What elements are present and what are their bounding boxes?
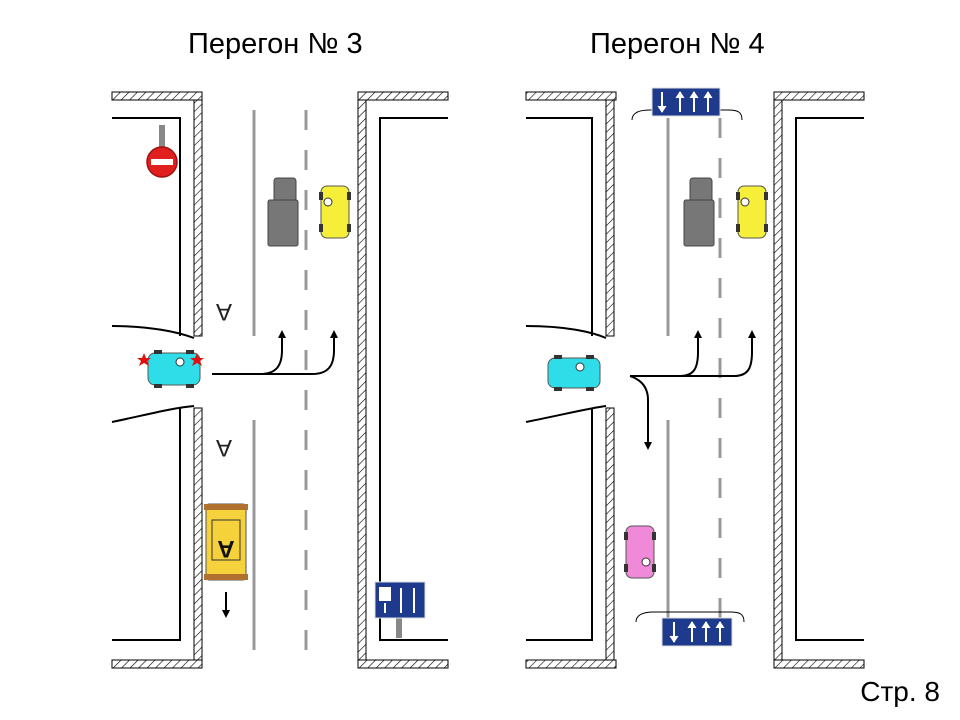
- trajectory-arrow-left-lane: [212, 330, 286, 375]
- panel-3: А А А: [111, 91, 449, 669]
- bus-lane-marking: А: [216, 298, 232, 325]
- subject-car: [147, 350, 201, 388]
- side-road-edge: [111, 405, 195, 423]
- curb-hatch: [773, 659, 865, 669]
- bus-lane-sign-icon: [374, 581, 426, 638]
- panel-title-3: Перегон № 3: [188, 28, 363, 60]
- panel-4: [525, 87, 865, 669]
- side-road-edge: [525, 405, 607, 423]
- trajectory-arrow-right-lane: [680, 330, 756, 377]
- panel-title-4: Перегон № 4: [590, 28, 765, 60]
- bus-lane-marking: А: [216, 434, 232, 461]
- left-curb-lower: [605, 407, 615, 661]
- side-road-edge: [525, 325, 607, 339]
- curb-hatch: [773, 91, 865, 101]
- lane-direction-sign-icon: [631, 87, 743, 121]
- gray-truck: [683, 177, 715, 247]
- no-entry-sign-icon: [146, 125, 178, 178]
- sidewalk-edge: [795, 117, 864, 641]
- red-star-icon: [137, 353, 151, 366]
- curb-hatch: [357, 659, 449, 669]
- bus: А: [204, 503, 248, 581]
- curb-hatch: [357, 91, 449, 101]
- sidewalk-edge: [526, 408, 593, 641]
- trajectory-arrow-turn-right: [629, 375, 652, 450]
- trajectory-arrow-left-lane: [630, 330, 702, 377]
- red-star-icon: [190, 353, 204, 366]
- right-curb: [357, 99, 367, 661]
- sidewalk-edge: [112, 117, 181, 336]
- yellow-car: [319, 185, 351, 239]
- left-curb-lower: [193, 407, 203, 661]
- curb-hatch: [111, 659, 203, 669]
- subject-car: [547, 355, 601, 391]
- lane-direction-sign-icon: [635, 611, 745, 647]
- gray-truck: [267, 177, 299, 247]
- yellow-car: [736, 185, 768, 239]
- sidewalk-edge: [526, 117, 593, 336]
- page-number: Стр. 8: [860, 676, 940, 707]
- pink-car: [624, 525, 656, 579]
- left-curb-upper: [605, 99, 615, 337]
- sidewalk-edge: [112, 408, 181, 641]
- curb-hatch: [111, 91, 203, 101]
- curb-hatch: [525, 91, 617, 101]
- curb-hatch: [525, 659, 617, 669]
- right-curb: [773, 99, 783, 661]
- side-road-edge: [111, 325, 195, 339]
- sidewalk-edge: [379, 117, 448, 641]
- left-curb-upper: [193, 99, 203, 337]
- trajectory-arrow-right-lane: [260, 330, 338, 375]
- bus-letter: А: [217, 535, 234, 562]
